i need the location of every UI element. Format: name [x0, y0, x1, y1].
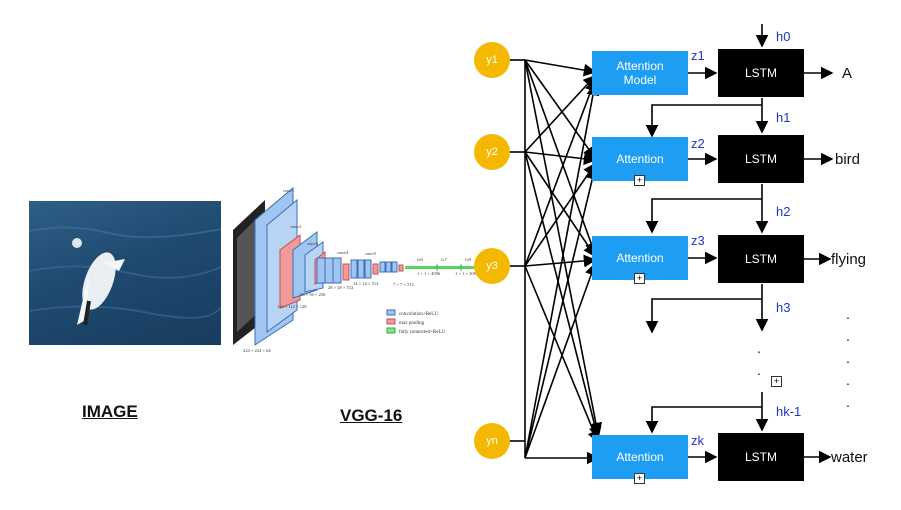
attention-block-k: Attention: [592, 435, 688, 479]
output-word: A: [842, 65, 853, 82]
vgg-size-label: 7 × 7 × 512: [393, 282, 414, 287]
vgg-size-label: 14 × 14 × 512: [353, 281, 378, 286]
output-word: flying: [831, 251, 867, 268]
h-label: h0: [776, 29, 791, 44]
attention-model-block-1: Attention Model: [592, 51, 688, 95]
legend-pool: max pooling: [399, 321, 425, 326]
vgg-stage-label: conv5: [365, 251, 377, 256]
ellipsis-dot: .: [846, 394, 850, 410]
ellipsis-dot: .: [846, 328, 850, 344]
seagull-illustration: [28, 226, 222, 326]
z-label: zk: [691, 433, 704, 448]
lstm-block-k: LSTM: [718, 433, 804, 481]
plus-box-icon: +: [771, 376, 782, 387]
input-node-yn: yn: [474, 423, 510, 459]
vgg-stage-label: conv4: [337, 250, 349, 255]
lstm-block-2: LSTM: [718, 135, 804, 183]
vgg-stage-label: fc8: [465, 257, 471, 262]
h-label: h2: [776, 204, 791, 219]
vgg-stage-label: fc7: [441, 257, 447, 262]
vgg-size-label: 112 × 112 × 128: [277, 304, 307, 309]
input-photo: [28, 201, 222, 345]
output-word: water: [831, 449, 868, 466]
vgg-stage-label: conv1: [283, 188, 294, 193]
vgg-size-label: 28 × 28 × 512: [328, 285, 353, 290]
vgg-size-label: 56 × 56 × 256: [300, 292, 326, 297]
ellipsis-dot: .: [846, 306, 850, 322]
h-label: h3: [776, 300, 791, 315]
vgg16-network: conv1 conv2 conv3 conv4 conv5 fc6 fc7 fc…: [233, 186, 485, 353]
vgg-stage-label: fc6: [417, 257, 423, 262]
vgg-stage-label: conv2: [290, 224, 301, 229]
z-label: z2: [691, 136, 705, 151]
plus-box-icon: +: [634, 175, 645, 186]
lstm-block-1: LSTM: [718, 49, 804, 97]
z-label: z1: [691, 48, 705, 63]
vgg-caption: VGG-16: [340, 406, 403, 425]
plus-box-icon: +: [634, 273, 645, 284]
vgg-size-label: 1 × 1 × 1000: [455, 271, 479, 276]
ellipsis-dot: .: [757, 362, 761, 378]
z-label: z3: [691, 233, 705, 248]
ellipsis-dot: .: [757, 340, 761, 356]
input-node-y2: y2: [474, 134, 510, 170]
image-caption: IMAGE: [82, 402, 138, 421]
plus-box-icon: +: [634, 473, 645, 484]
vgg-size-label: 224 × 224 × 64: [243, 348, 271, 353]
output-word: bird: [835, 151, 861, 168]
h-label: hk-1: [776, 404, 802, 419]
vgg-stage-label: conv3: [307, 241, 319, 246]
legend-conv: convolution+ReLU: [399, 312, 438, 317]
lstm-block-3: LSTM: [718, 235, 804, 283]
input-node-y3: y3: [474, 248, 510, 284]
attention-block-2: Attention: [592, 137, 688, 181]
h-label: h1: [776, 110, 791, 125]
ellipsis-dot: .: [846, 350, 850, 366]
attention-block-3: Attention: [592, 236, 688, 280]
ellipsis-dot: .: [846, 372, 850, 388]
legend-fc: fully connected+ReLU: [399, 330, 445, 335]
input-node-y1: y1: [474, 42, 510, 78]
vgg-size-label: 1 × 1 × 4096: [417, 271, 441, 276]
